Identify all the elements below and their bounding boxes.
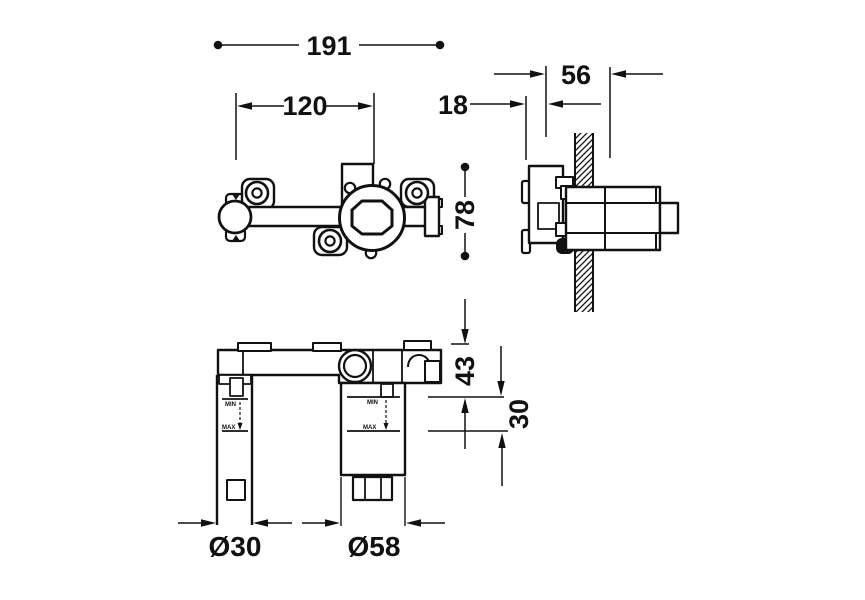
dim-recess: 18 [438, 90, 601, 160]
arrowhead-down [497, 381, 505, 396]
range-arrow [383, 423, 389, 430]
arrowhead-right [358, 102, 373, 110]
min-label: MIN [225, 402, 236, 408]
dim-large-diameter: Ø58 [302, 519, 445, 562]
plan-clip [312, 342, 342, 352]
small-cylinder-slot [226, 479, 246, 501]
dim-overall-width: 191 [213, 31, 445, 61]
dim-dot [213, 40, 223, 50]
arrowhead-left [406, 519, 421, 527]
dim-label-78: 78 [450, 200, 480, 230]
supply-pipe [564, 185, 662, 252]
dim-port-spacing: 120 [235, 91, 375, 164]
arrowhead-up [498, 433, 506, 448]
plan-clip [403, 340, 432, 351]
dim-label-56: 56 [561, 60, 591, 90]
body-inner-step [537, 202, 560, 230]
dim-dot [460, 162, 470, 172]
dim-housing-depth: 56 [494, 60, 663, 158]
arrowhead-left [253, 519, 268, 527]
dim-label-dia58: Ø58 [348, 531, 401, 562]
mounting-screw-center [251, 187, 263, 199]
outlet-fitting [423, 195, 441, 238]
dim-label-43: 43 [450, 356, 480, 386]
front-view [217, 162, 443, 260]
pipe-end-section [658, 201, 680, 235]
dim-label-30: 30 [504, 399, 534, 429]
dim-adjustment-range: 30 [428, 346, 534, 486]
large-cylinder-tab [380, 383, 394, 398]
dim-label-191: 191 [306, 31, 351, 61]
arrowhead-down [461, 329, 469, 344]
dim-small-diameter: Ø30 [178, 519, 292, 562]
max-label: MAX [363, 425, 376, 431]
dim-label-dia30: Ø30 [209, 531, 262, 562]
dimensions: 191 120 18 56 [178, 31, 663, 562]
plan-end-port [424, 360, 441, 383]
arrowhead-left [548, 100, 563, 108]
plan-screw-boss-inner [342, 353, 368, 379]
dim-dot [435, 40, 445, 50]
large-cylinder-nut [351, 475, 394, 502]
dim-depth-to-min: 43 [428, 299, 504, 449]
plan-view: MIN MAX MIN MAX [215, 340, 443, 526]
plan-clip [237, 342, 272, 352]
arrowhead-left [237, 102, 252, 110]
inlet-ear-top-notch [232, 194, 240, 200]
max-label: MAX [222, 425, 235, 431]
arrowhead-up [461, 398, 469, 413]
large-cylinder [339, 381, 407, 477]
arrowhead-right [201, 519, 216, 527]
side-view [520, 133, 680, 312]
arrowhead-right [325, 519, 340, 527]
dim-label-18: 18 [438, 90, 468, 120]
mounting-screw-center [324, 235, 336, 247]
inlet-ear-bottom-notch [232, 235, 240, 241]
arrowhead-right [510, 100, 525, 108]
arrowhead-left [611, 70, 626, 78]
mounting-screw-center [411, 187, 423, 199]
small-cylinder-marker [229, 377, 244, 397]
dim-body-height: 78 [450, 162, 480, 261]
cartridge-octagon [350, 199, 394, 236]
dim-dot [460, 251, 470, 261]
arrowhead-right [530, 70, 545, 78]
min-label: MIN [367, 400, 378, 406]
dim-label-120: 120 [282, 91, 327, 121]
inlet-port-circle [217, 199, 253, 235]
range-arrow [237, 423, 243, 430]
